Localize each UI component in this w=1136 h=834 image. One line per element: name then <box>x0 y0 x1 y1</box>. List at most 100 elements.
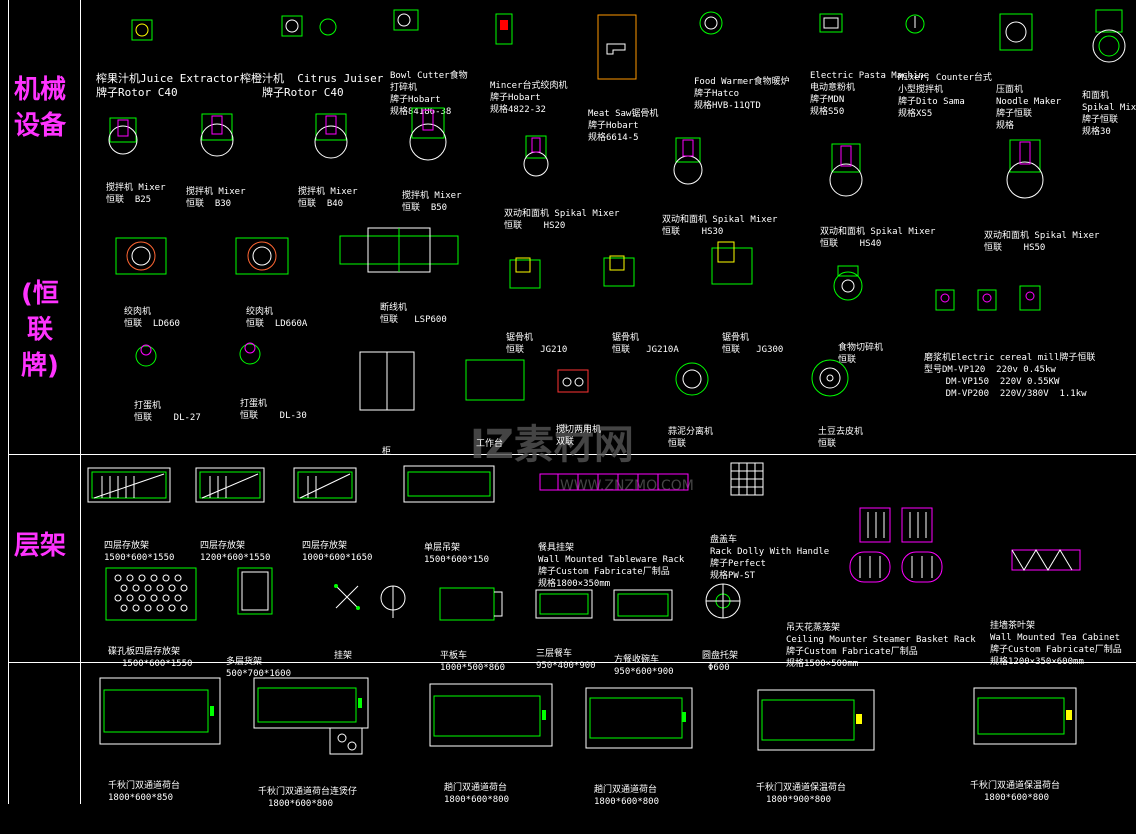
spiral-mixer-hs20-icon <box>523 135 549 177</box>
label-cereal-mill: 磨浆机Electric cereal mill牌子恒联型号DM-VP120 22… <box>924 353 1096 399</box>
dual-use-machine-icon <box>557 369 589 393</box>
tea-cabinet-icon <box>1011 549 1081 571</box>
meat-saw-icon <box>597 14 637 80</box>
juice-extractor-icon <box>131 19 153 41</box>
label-bone-saw-jg300: 锯骨机恒联 JG300 <box>722 333 784 355</box>
label-meat-grinder-ld660: 绞肉机恒联 LD660 <box>124 307 180 329</box>
steamer-rack-icon <box>849 507 943 583</box>
counter-mixer-icon <box>905 14 925 34</box>
category-brand: (恒 联 牌) <box>21 279 59 381</box>
category-shelving: 层架 <box>13 531 66 561</box>
label-separator: 蒜泥分离机恒联 <box>668 427 714 449</box>
left-border-line <box>8 0 9 804</box>
potato-peeler-icon <box>811 359 849 397</box>
counter-6-icon <box>973 687 1077 745</box>
watermark-logo: IZ素材网 <box>470 422 634 468</box>
counter-1-icon <box>99 677 221 745</box>
round-tray-stand-icon <box>705 583 741 619</box>
spiral-mixer-hs50-icon <box>1006 139 1044 199</box>
bone-saw-jg210a-icon <box>603 255 635 287</box>
label-cabinet: 柜 <box>382 447 392 457</box>
bowl-cutter-icon <box>393 9 419 31</box>
food-warmer-icon <box>699 11 723 35</box>
label-wire-cutter: 断线机恒联 LSP600 <box>380 303 447 325</box>
label-egg-beater-dl30: 打蛋机恒联 DL-30 <box>240 399 307 421</box>
flat-cart-icon <box>439 587 503 621</box>
label-dual-use-machine: 搅切两用机双联 <box>556 425 602 447</box>
category-machinery: 机械 设备 <box>13 75 66 141</box>
rack-dolly-icon <box>730 462 764 496</box>
multi-tier-shelf-icon <box>237 567 273 615</box>
counter-5-icon <box>757 689 875 751</box>
food-cutter-icon <box>833 265 863 301</box>
spiral-mixer-hs30-icon <box>673 137 703 185</box>
label-bone-saw-jg210: 锯骨机恒联 JG210 <box>506 333 568 355</box>
label-potato-peeler: 土豆去皮机恒联 <box>818 427 864 449</box>
separator-icon <box>675 362 709 396</box>
meat-grinder-ld660a-icon <box>235 237 289 275</box>
spiral-mixer-hs40-icon <box>829 143 863 197</box>
stool-icon <box>380 585 406 618</box>
wire-cutter-icon <box>339 227 459 273</box>
counter-4-icon <box>585 687 693 749</box>
mixer-b25-icon <box>108 117 138 155</box>
bone-saw-jg210-icon <box>509 257 541 289</box>
mixer-b50-icon <box>409 107 447 161</box>
row-divider-machinery <box>8 454 1136 455</box>
single-hanging-rack-icon <box>403 465 495 503</box>
label-bone-saw-jg210a: 锯骨机恒联 JG210A <box>612 333 679 355</box>
mixer-b40-icon <box>314 113 348 159</box>
cabinet-icon <box>359 351 415 411</box>
label-food-cutter: 食物切碎机恒联 <box>838 343 884 365</box>
meat-grinder-ld660-icon <box>115 237 167 275</box>
label-worktable: 工作台 <box>476 439 504 449</box>
spiral-mixer-icon <box>1092 9 1126 63</box>
four-tier-rack-a-icon <box>87 467 171 503</box>
citrus-juicer-icon <box>281 15 337 37</box>
bowl-cart-icon <box>613 589 673 621</box>
worktable-icon <box>465 359 525 401</box>
pasta-machine-icon <box>819 13 843 33</box>
label-egg-beater-dl27: 打蛋机恒联 DL-27 <box>134 401 201 423</box>
egg-beater-dl30-icon <box>239 342 261 365</box>
tableware-rack-icon <box>539 473 689 491</box>
cad-drawing-canvas: 机械 设备 (恒 联 牌) 层架 IZ素材网 WWW.ZNZMO.COM 榨果汁… <box>8 0 1136 809</box>
three-tier-cart-icon <box>535 589 593 619</box>
mixer-b30-icon <box>200 113 234 157</box>
row-divider-shelving <box>8 662 1136 663</box>
